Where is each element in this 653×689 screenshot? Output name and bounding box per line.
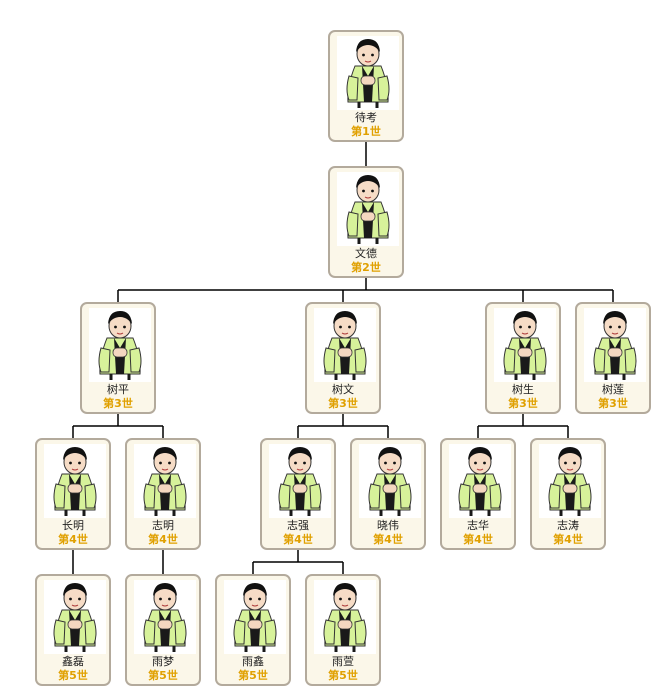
- member-name: 待考: [355, 111, 377, 124]
- member-generation: 第4世: [553, 533, 583, 546]
- member-name: 志明: [152, 519, 174, 532]
- person-portrait-icon: [89, 308, 151, 382]
- person-portrait-icon: [314, 580, 376, 654]
- member-card[interactable]: 树生 第3世: [485, 302, 561, 414]
- member-name: 志华: [467, 519, 489, 532]
- member-name: 雨萱: [332, 655, 354, 668]
- person-portrait-icon: [449, 444, 511, 518]
- member-card[interactable]: 长明 第4世: [35, 438, 111, 550]
- person-portrait-icon: [359, 444, 421, 518]
- member-card[interactable]: 雨鑫 第5世: [215, 574, 291, 686]
- person-portrait-icon: [539, 444, 601, 518]
- member-card[interactable]: 待考 第1世: [328, 30, 404, 142]
- member-card[interactable]: 志华 第4世: [440, 438, 516, 550]
- person-portrait-icon: [314, 308, 376, 382]
- member-name: 鑫磊: [62, 655, 84, 668]
- member-generation: 第4世: [373, 533, 403, 546]
- member-card[interactable]: 志强 第4世: [260, 438, 336, 550]
- person-portrait-icon: [134, 444, 196, 518]
- member-name: 晓伟: [377, 519, 399, 532]
- person-portrait-icon: [584, 308, 646, 382]
- member-card[interactable]: 雨萱 第5世: [305, 574, 381, 686]
- member-generation: 第4世: [463, 533, 493, 546]
- member-generation: 第2世: [351, 261, 381, 274]
- member-name: 雨鑫: [242, 655, 264, 668]
- member-name: 树文: [332, 383, 354, 396]
- member-name: 雨梦: [152, 655, 174, 668]
- member-generation: 第5世: [58, 669, 88, 682]
- member-generation: 第1世: [351, 125, 381, 138]
- member-name: 长明: [62, 519, 84, 532]
- person-portrait-icon: [494, 308, 556, 382]
- person-portrait-icon: [269, 444, 331, 518]
- member-generation: 第3世: [328, 397, 358, 410]
- member-name: 文德: [355, 247, 377, 260]
- member-card[interactable]: 志涛 第4世: [530, 438, 606, 550]
- member-generation: 第5世: [148, 669, 178, 682]
- person-portrait-icon: [337, 36, 399, 110]
- member-generation: 第3世: [508, 397, 538, 410]
- member-card[interactable]: 鑫磊 第5世: [35, 574, 111, 686]
- person-portrait-icon: [44, 580, 106, 654]
- member-generation: 第4世: [148, 533, 178, 546]
- person-portrait-icon: [44, 444, 106, 518]
- member-name: 树生: [512, 383, 534, 396]
- member-generation: 第3世: [103, 397, 133, 410]
- member-card[interactable]: 树文 第3世: [305, 302, 381, 414]
- member-card[interactable]: 晓伟 第4世: [350, 438, 426, 550]
- member-generation: 第5世: [238, 669, 268, 682]
- member-card[interactable]: 树平 第3世: [80, 302, 156, 414]
- member-card[interactable]: 文德 第2世: [328, 166, 404, 278]
- member-generation: 第4世: [283, 533, 313, 546]
- member-card[interactable]: 志明 第4世: [125, 438, 201, 550]
- member-generation: 第4世: [58, 533, 88, 546]
- person-portrait-icon: [224, 580, 286, 654]
- member-card[interactable]: 雨梦 第5世: [125, 574, 201, 686]
- member-generation: 第5世: [328, 669, 358, 682]
- person-portrait-icon: [337, 172, 399, 246]
- member-generation: 第3世: [598, 397, 628, 410]
- member-name: 树平: [107, 383, 129, 396]
- person-portrait-icon: [134, 580, 196, 654]
- member-name: 志涛: [557, 519, 579, 532]
- member-name: 志强: [287, 519, 309, 532]
- member-name: 树莲: [602, 383, 624, 396]
- member-card[interactable]: 树莲 第3世: [575, 302, 651, 414]
